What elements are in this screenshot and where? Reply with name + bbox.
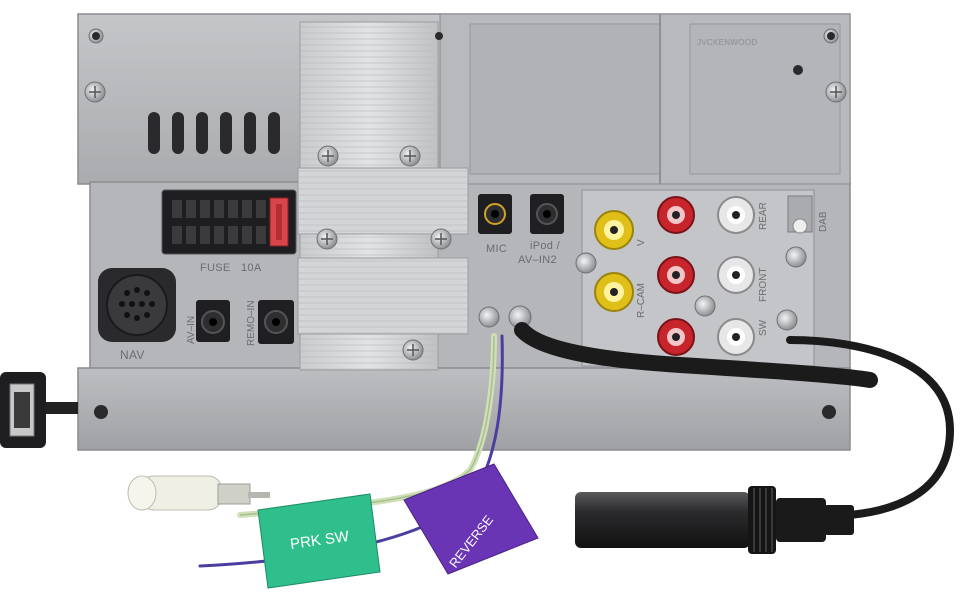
front-label: FRONT — [758, 267, 769, 302]
rca-video-jacks — [594, 210, 634, 312]
reverse-tag — [403, 463, 539, 575]
vent-slots — [148, 112, 280, 154]
mic-label: MIC — [486, 243, 508, 255]
nav-label: NAV — [120, 348, 145, 362]
ipod-label-line1: iPod / — [530, 240, 560, 252]
bullet-connector — [127, 475, 270, 511]
antenna-plug — [575, 486, 854, 554]
r-cam-label: R–CAM — [636, 282, 647, 318]
remote-in-label: REMO–IN — [246, 300, 257, 346]
sw-label: SW — [758, 319, 769, 336]
fuse-rating-label: 10A — [241, 262, 262, 274]
av-in-label: AV–IN — [186, 315, 197, 344]
chassis-bottom-bar — [77, 367, 851, 451]
rca-red-jacks — [657, 196, 695, 356]
ipod-label-line2: AV–IN2 — [518, 254, 557, 266]
rear-label: REAR — [758, 202, 769, 230]
v-in-label: V — [636, 239, 647, 246]
rca-white-jacks — [717, 196, 755, 356]
antenna-cable — [514, 322, 878, 388]
fuse-label: FUSE — [200, 262, 231, 274]
dab-label: DAB — [818, 211, 829, 232]
brand-label: JVCKENWOOD — [697, 38, 758, 47]
prk-sw-tag — [257, 493, 381, 589]
